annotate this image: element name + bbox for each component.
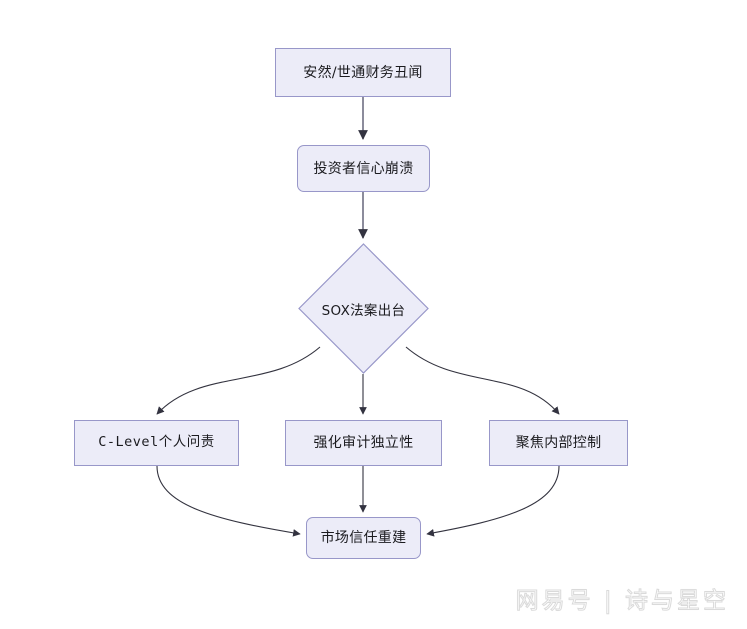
- node-c-level-accountability[interactable]: C-Level个人问责: [74, 420, 239, 466]
- node-label: 市场信任重建: [320, 530, 407, 546]
- node-enron-worldcom-scandal[interactable]: 安然/世通财务丑闻: [275, 48, 451, 97]
- node-focus-internal-control[interactable]: 聚焦内部控制: [489, 420, 628, 466]
- edge-n3-n6: [405, 346, 560, 415]
- node-label: SOX法案出台: [321, 302, 406, 319]
- node-label: C-Level个人问责: [98, 434, 215, 451]
- node-strengthen-audit-independence[interactable]: 强化审计独立性: [285, 420, 442, 466]
- diamond-shape: [298, 243, 429, 374]
- node-label: 强化审计独立性: [313, 435, 414, 451]
- edge-n3-n4: [156, 346, 321, 415]
- edge-n4-n7: [156, 465, 301, 537]
- node-label: 聚焦内部控制: [515, 435, 602, 451]
- node-investor-confidence-collapse[interactable]: 投资者信心崩溃: [297, 145, 430, 192]
- node-market-trust-rebuilt[interactable]: 市场信任重建: [306, 517, 421, 559]
- watermark: 网易号 | 诗与星空: [515, 588, 729, 615]
- node-label: 投资者信心崩溃: [313, 160, 414, 177]
- node-label: 安然/世通财务丑闻: [303, 64, 423, 81]
- node-sox-act-enacted[interactable]: SOX法案出台: [298, 243, 429, 374]
- edge-n6-n7: [426, 465, 560, 537]
